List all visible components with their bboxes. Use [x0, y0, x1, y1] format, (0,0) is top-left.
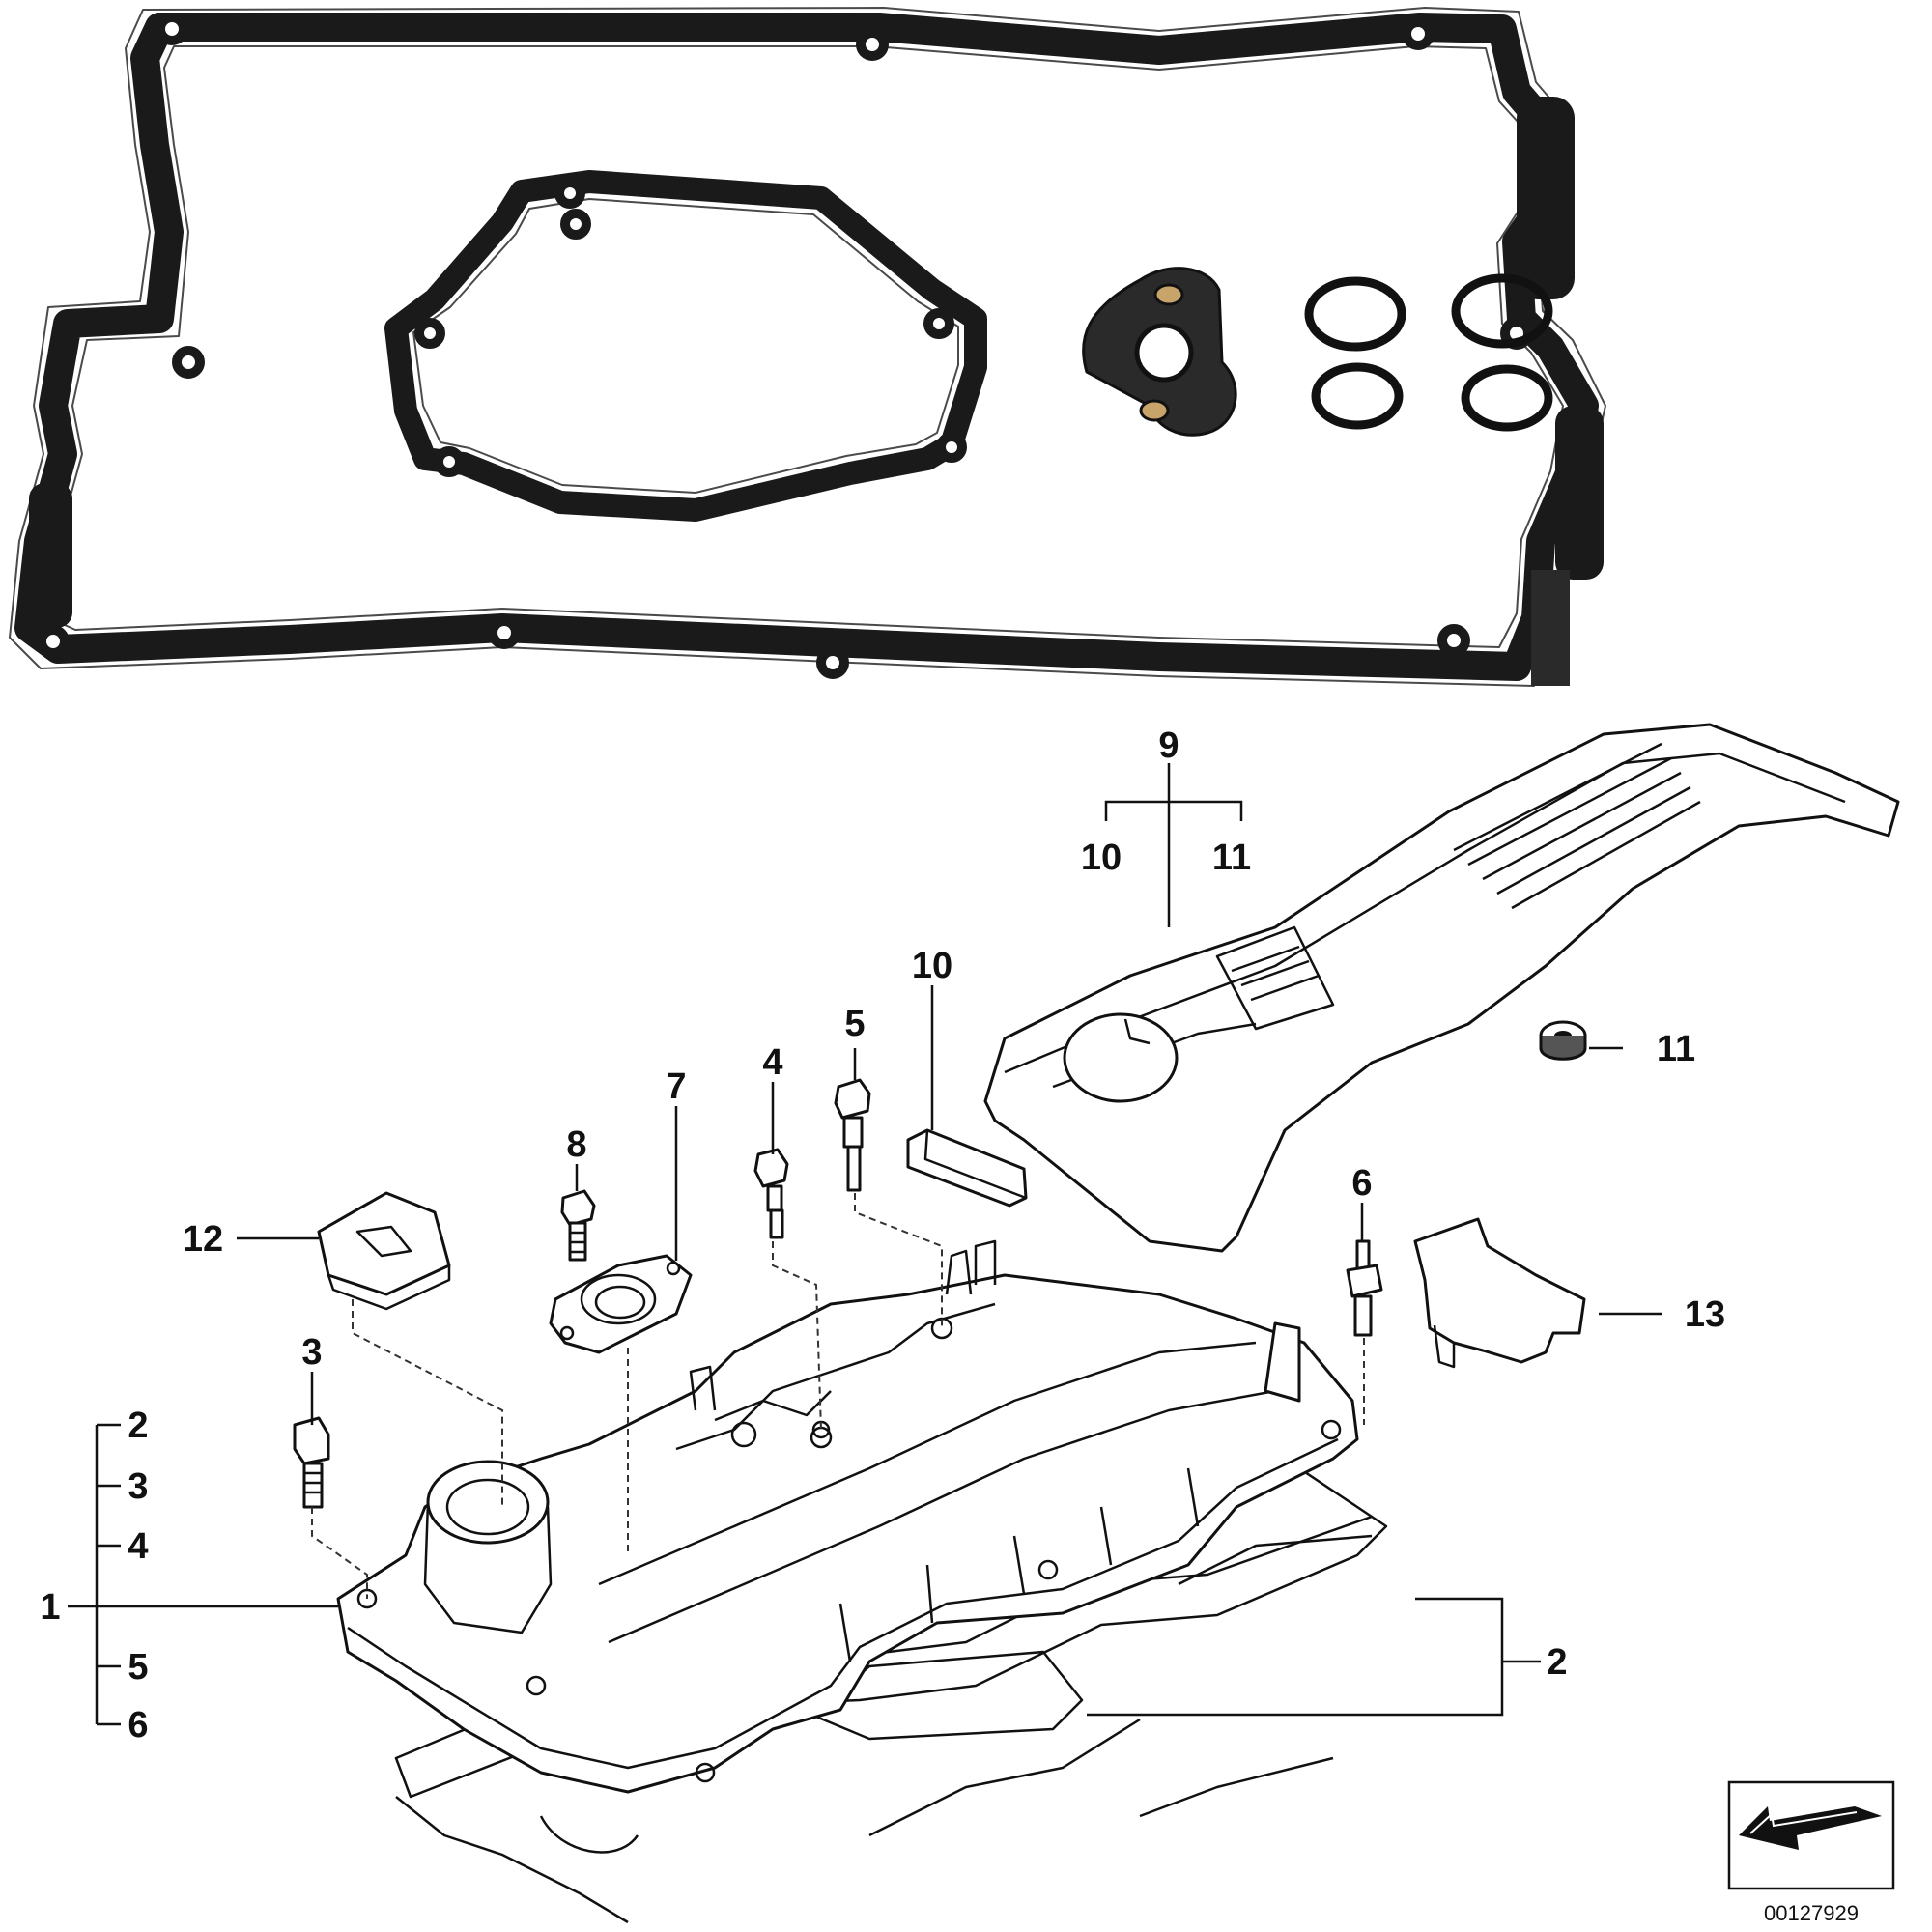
part-9-engine-cover-drawing — [983, 723, 1900, 1253]
gasket-end-pad — [1517, 97, 1575, 299]
cover-bolt-hole — [356, 1588, 378, 1609]
oil-filler-neck — [426, 1460, 550, 1545]
part-7-seal-drawing — [549, 1254, 693, 1354]
callout-2-top: 2 — [128, 1406, 148, 1446]
callout-13: 13 — [1685, 1294, 1725, 1335]
brass-insert — [1139, 399, 1170, 422]
bolt-hole — [37, 625, 70, 658]
bolt-hole — [156, 13, 188, 45]
bolt-hole — [936, 432, 967, 463]
bolt-hole — [414, 318, 445, 349]
bolt-hole — [172, 346, 205, 379]
callout-9: 9 — [1158, 725, 1179, 766]
callout-2-right: 2 — [1547, 1642, 1567, 1683]
bolt-hole — [816, 646, 849, 679]
callout-11-right: 11 — [1212, 838, 1251, 878]
callout-labels: 9 10 11 10 11 5 4 7 8 6 12 13 3 2 3 4 1 … — [40, 725, 1725, 1746]
part-1-valve-cover-drawing — [336, 1239, 1359, 1794]
callout-5-bottom: 5 — [128, 1647, 148, 1688]
arrow-symbol — [1739, 1806, 1882, 1850]
callout-3-bolt: 3 — [301, 1332, 322, 1373]
filler-opening — [1063, 1012, 1179, 1103]
gasket-end-pad — [1555, 406, 1604, 580]
part-number-box: 00127929 — [1727, 1780, 1895, 1925]
callout-12: 12 — [183, 1219, 223, 1260]
bolt-hole — [923, 308, 954, 339]
bolt-8-drawing — [560, 1189, 596, 1262]
callout-10-strip: 10 — [912, 946, 952, 986]
bolt-hole — [560, 209, 591, 240]
part-13-bracket-drawing — [1413, 1217, 1586, 1369]
gasket-tab — [1531, 570, 1570, 686]
callout-6-bolt: 6 — [1351, 1163, 1372, 1204]
part-number-text: 00127929 — [1764, 1901, 1859, 1925]
o-ring — [1311, 362, 1404, 430]
callout-1: 1 — [40, 1587, 60, 1628]
bolt-hole — [856, 28, 889, 61]
callout-6-bottom: 6 — [128, 1705, 148, 1746]
part-12-oil-cap-drawing — [317, 1191, 451, 1311]
outer-gasket — [9, 7, 1606, 687]
bolt-3-drawing — [293, 1416, 330, 1509]
callout-3-top: 3 — [128, 1466, 148, 1507]
part-10-strip-drawing — [906, 1128, 1028, 1208]
callout-11-grommet: 11 — [1657, 1029, 1695, 1069]
callout-7: 7 — [666, 1066, 686, 1107]
leader-lines — [68, 763, 1662, 1726]
cover-bolt-hole — [1321, 1419, 1342, 1440]
part-11-grommet-drawing — [1539, 1020, 1587, 1061]
bolt-6-drawing — [1346, 1239, 1383, 1337]
bolt-hole — [554, 178, 585, 209]
callout-4-bolt: 4 — [762, 1042, 782, 1083]
cover-bolt-hole — [1037, 1559, 1059, 1580]
brass-insert — [1153, 283, 1184, 306]
bolt-4-drawing — [753, 1148, 789, 1239]
inner-gasket — [384, 170, 987, 522]
bolt-hole — [1402, 17, 1435, 50]
flange-seal-photo — [1082, 267, 1237, 437]
flange-seal-bore — [1134, 323, 1194, 383]
cover-bolt-hole — [695, 1762, 716, 1783]
bolt-5-drawing — [834, 1078, 871, 1192]
bolt-hole — [1437, 624, 1470, 657]
callout-8: 8 — [566, 1124, 586, 1165]
o-ring — [1451, 273, 1553, 349]
cover-bolt-hole — [526, 1675, 547, 1696]
breather-pipe — [1264, 1321, 1301, 1403]
o-ring-set — [1304, 273, 1553, 432]
bolt-hole — [488, 616, 521, 649]
callout-4-top: 4 — [128, 1526, 148, 1567]
o-ring — [1304, 276, 1406, 352]
gasket-end-pad — [29, 483, 72, 628]
callout-5-bolt: 5 — [844, 1004, 865, 1044]
callout-10-left: 10 — [1081, 838, 1122, 878]
gasket-set-photo — [9, 7, 1606, 687]
bolt-hole — [434, 446, 465, 477]
o-ring — [1461, 364, 1553, 432]
